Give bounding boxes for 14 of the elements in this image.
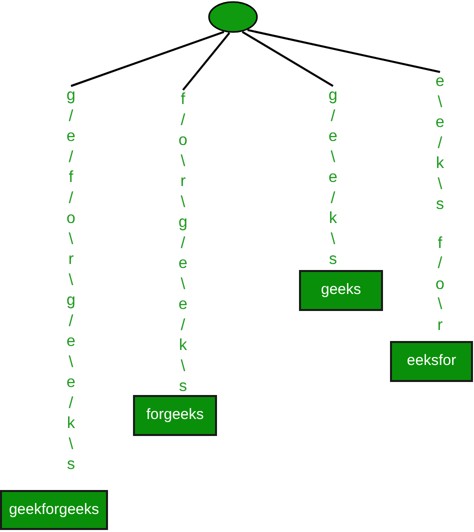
leaf-box: forgeeks xyxy=(133,395,217,436)
leaf-box: geeks xyxy=(299,270,383,311)
leaf-box: geekforgeeks xyxy=(0,490,108,530)
leaf-box: eeksfor xyxy=(390,341,473,382)
vertical-path-label: e \ e / k \ s xyxy=(434,72,446,215)
vertical-path-label: f / o \ r \ g / e \ e / k \ s xyxy=(178,90,188,397)
root-node-ellipse xyxy=(208,1,258,33)
edge-line xyxy=(247,29,440,73)
vertical-path-label: f / o \ r xyxy=(434,234,446,336)
vertical-path-label: g / e \ e / k \ s xyxy=(328,86,338,270)
edge-line xyxy=(70,30,224,87)
edge-line xyxy=(182,32,230,91)
edge-line xyxy=(242,30,334,87)
vertical-path-label: g / e / f / o \ r \ g / e \ e / k \ s xyxy=(66,86,76,475)
